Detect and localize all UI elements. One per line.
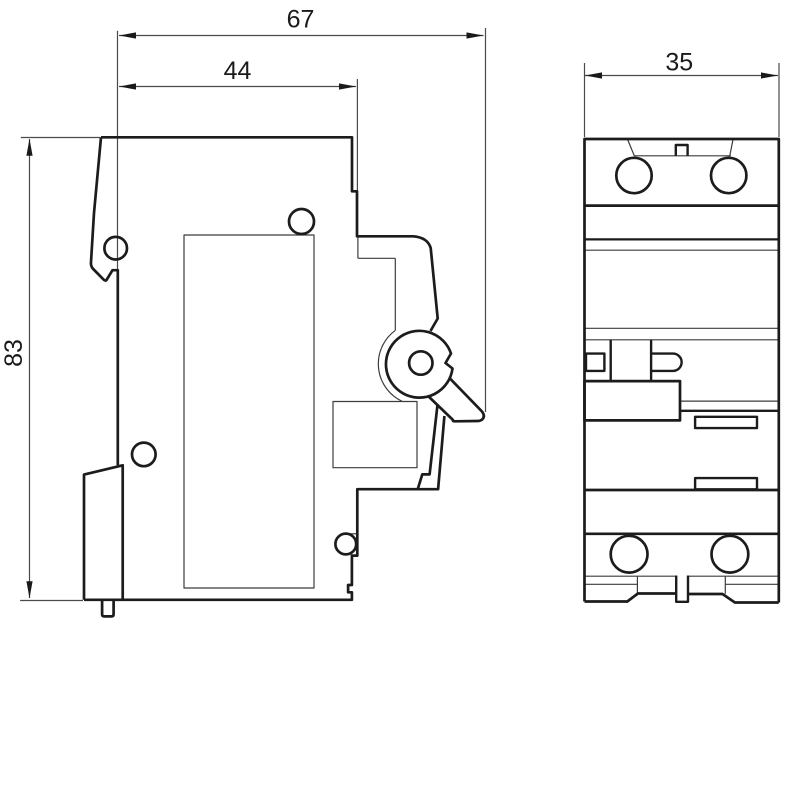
svg-text:67: 67 — [287, 6, 315, 34]
svg-text:35: 35 — [665, 49, 693, 77]
svg-text:83: 83 — [0, 339, 28, 367]
svg-text:44: 44 — [224, 57, 252, 85]
